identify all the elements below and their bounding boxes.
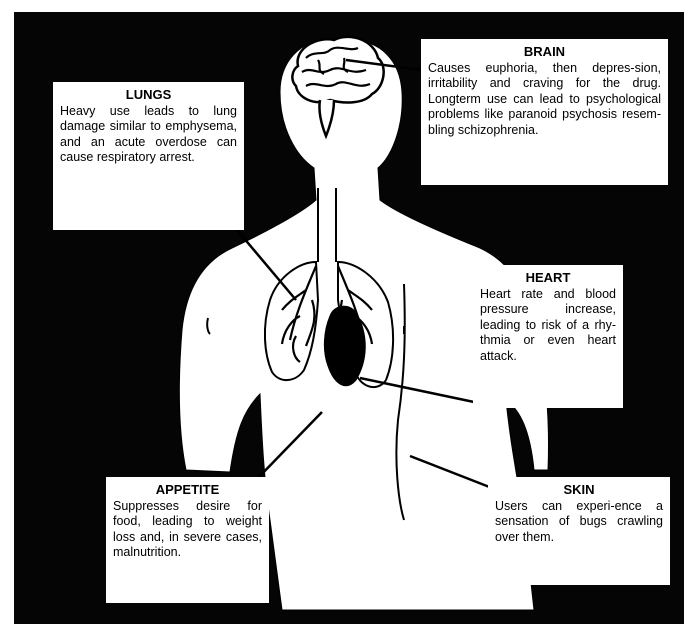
skin-title: SKIN bbox=[495, 482, 663, 498]
lungs-callout: LUNGS Heavy use leads to lung damage sim… bbox=[53, 82, 244, 230]
lungs-title: LUNGS bbox=[60, 87, 237, 103]
appetite-callout: APPETITE Suppresses desire for food, lea… bbox=[106, 477, 269, 603]
brain-text: Causes euphoria, then depres-sion, irrit… bbox=[428, 61, 661, 139]
heart-callout: HEART Heart rate and blood pressure incr… bbox=[473, 265, 623, 408]
skin-callout: SKIN Users can experi-ence a sensation o… bbox=[488, 477, 670, 585]
brain-title: BRAIN bbox=[428, 44, 661, 60]
appetite-text: Suppresses desire for food, leading to w… bbox=[113, 499, 262, 561]
appetite-title: APPETITE bbox=[113, 482, 262, 498]
brain-callout: BRAIN Causes euphoria, then depres-sion,… bbox=[421, 39, 668, 185]
heart-title: HEART bbox=[480, 270, 616, 286]
heart-text: Heart rate and blood pressure increase, … bbox=[480, 287, 616, 365]
skin-text: Users can experi-ence a sensation of bug… bbox=[495, 499, 663, 546]
lungs-text: Heavy use leads to lung damage similar t… bbox=[60, 104, 237, 166]
